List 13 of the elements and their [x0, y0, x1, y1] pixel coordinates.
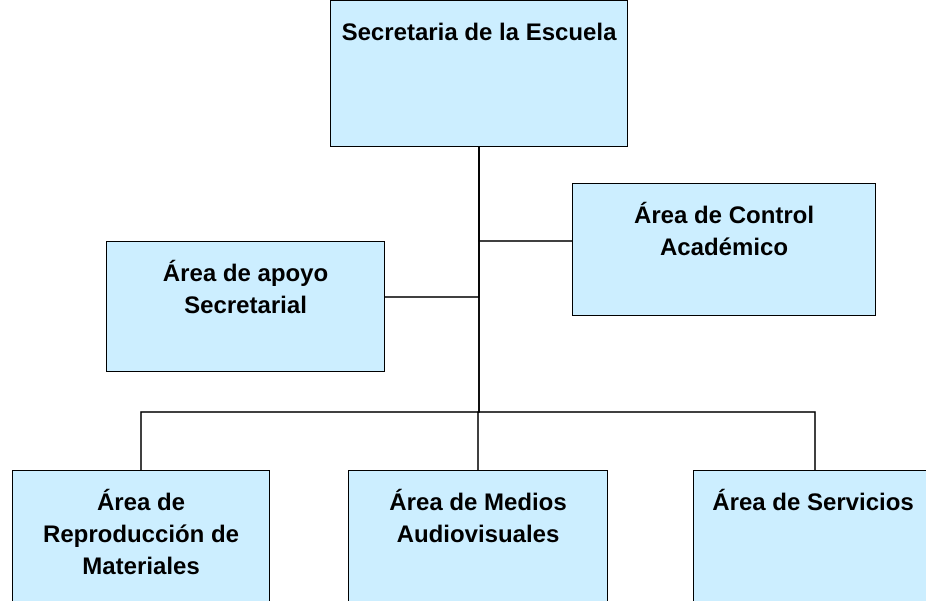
box-label: Área de Reproducción de Materiales [42, 488, 240, 582]
box-label: Secretaria de la Escuela [342, 18, 616, 48]
box-label: Área de Medios Audiovisuales [388, 488, 568, 550]
org-box [348, 470, 608, 601]
box-label: Área de Control Académico [632, 200, 816, 263]
org-box [106, 241, 385, 372]
org-box [12, 470, 270, 601]
box-label: Área de apoyo Secretarial [162, 258, 330, 321]
org-box [693, 470, 926, 601]
connector-line [478, 147, 816, 470]
org-box [572, 183, 876, 316]
box-label: Área de Servicios [712, 488, 914, 518]
org-box [330, 0, 628, 147]
